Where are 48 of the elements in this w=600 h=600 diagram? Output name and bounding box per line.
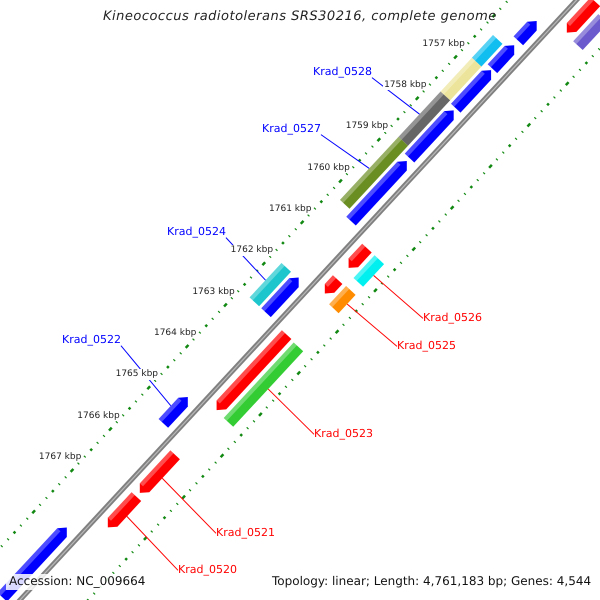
gene-label: Krad_0523: [314, 428, 373, 441]
gene-label: Krad_0526: [423, 312, 482, 325]
gene-feature: [329, 286, 356, 314]
gene-label: Krad_0527: [262, 123, 321, 136]
gene-feature: [451, 70, 492, 113]
gene-feature: [158, 397, 188, 428]
leader-line: [162, 478, 216, 534]
gene-feature: [324, 275, 342, 294]
gene-feature: [488, 45, 514, 74]
leader-line: [126, 516, 178, 571]
tick-label: 1759 kbp: [344, 121, 390, 132]
gene-feature: [261, 278, 299, 318]
tick-label: 1766 kbp: [76, 410, 121, 421]
gene-feature: [440, 58, 482, 100]
gene-label: Krad_0522: [62, 334, 121, 347]
gene-feature: [566, 0, 600, 33]
gene-feature: [216, 330, 292, 410]
gene-label: Krad_0520: [178, 564, 237, 577]
gene-feature: [140, 450, 180, 493]
leader-line: [371, 77, 420, 115]
gene-feature: [573, 14, 600, 50]
tick-label: 1764 kbp: [152, 328, 198, 338]
tick-label: 1758 kbp: [383, 80, 428, 90]
tick-label: 1763 kbp: [191, 286, 236, 297]
gene-label: Krad_0524: [167, 226, 226, 239]
gene-feature: [250, 263, 291, 306]
leader-line: [346, 304, 398, 347]
gene-label: Krad_0528: [313, 66, 372, 79]
gene-label: Krad_0521: [216, 527, 275, 540]
gene-feature: [348, 244, 372, 268]
leader-line: [373, 274, 424, 319]
tick-label: 1757 kbp: [421, 38, 466, 49]
gene-feature: [404, 110, 454, 162]
leader-line: [320, 134, 370, 169]
tick-label: 1760 kbp: [306, 162, 351, 173]
gene-feature: [224, 342, 304, 427]
diagram-title: Kineococcus radiotolerans SRS30216, complete genome: [103, 10, 497, 24]
tick-label: 1761 kbp: [268, 204, 312, 214]
gene-feature: [514, 21, 537, 46]
tick-label: 1767 kbp: [38, 452, 82, 462]
gene-feature: [354, 255, 384, 287]
tick-label: 1762 kbp: [230, 245, 274, 256]
tick-label: 1765 kbp: [114, 369, 160, 380]
gene-feature: [108, 492, 142, 528]
leader-line: [268, 388, 314, 435]
gene-feature: [398, 92, 450, 146]
gene-label: Krad_0525: [397, 340, 456, 353]
gene-feature: [472, 35, 502, 67]
